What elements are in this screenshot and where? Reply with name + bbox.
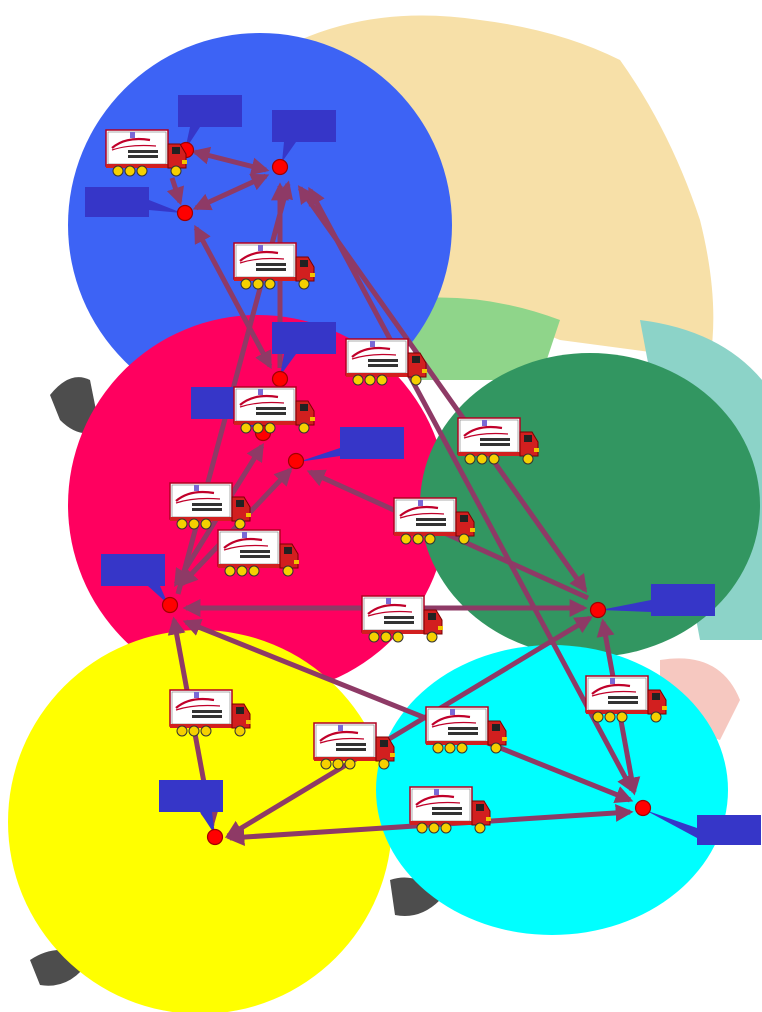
delivery-truck-icon: [360, 594, 445, 644]
callout-north-east: [272, 110, 336, 162]
callout-center-right: [298, 427, 404, 462]
route-nw2-ne: [192, 173, 270, 211]
node-north-east: [271, 158, 289, 176]
node-center-west: [161, 596, 179, 614]
callout-southeast: [645, 810, 761, 845]
map-coast-left: [50, 377, 100, 434]
node-southwest: [206, 828, 224, 846]
callout-north-west-2: [85, 187, 182, 217]
callout-southwest: [159, 780, 223, 835]
callout-center-west: [101, 554, 168, 604]
delivery-truck-icon: [312, 721, 397, 771]
route-southwest-east: [224, 615, 594, 839]
callout-north-west-1: [178, 95, 242, 150]
callouts: [85, 95, 761, 845]
route-nw2-centernorth: [193, 224, 273, 370]
node-north-west-2: [176, 204, 194, 222]
callout-center-north: [272, 322, 336, 376]
node-center-north: [271, 370, 289, 388]
callout-east: [600, 584, 715, 616]
node-southeast: [634, 799, 652, 817]
route-nw1-nw2: [166, 177, 184, 206]
region-southwest: [8, 630, 392, 1012]
node-east: [589, 601, 607, 619]
route-nw1-ne: [191, 146, 270, 176]
hub-nodes: [161, 141, 652, 846]
node-center-right: [287, 452, 305, 470]
